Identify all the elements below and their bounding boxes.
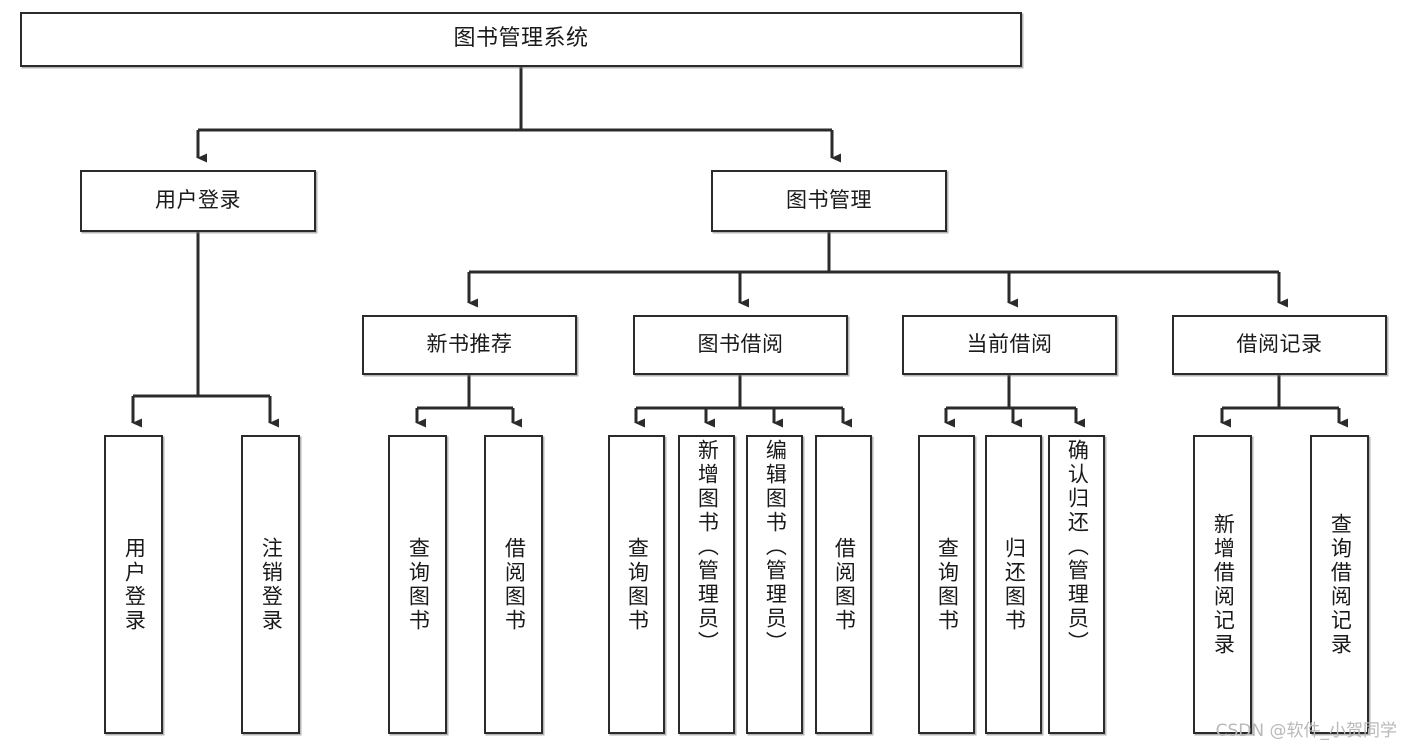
leaf-add-book-admin[interactable]: 新增图书（管理员）: [678, 435, 735, 734]
node-user-login[interactable]: 用户登录: [80, 170, 316, 232]
leaf-add-borrow-record[interactable]: 新增借阅记录: [1193, 435, 1252, 734]
node-label: 查询图书: [625, 536, 650, 633]
leaf-query-book-2[interactable]: 查询图书: [608, 435, 665, 734]
node-label: 借阅记录: [1236, 332, 1323, 357]
node-new-book-recommendation[interactable]: 新书推荐: [362, 315, 577, 375]
node-label: 归还图书: [1002, 536, 1027, 633]
node-label: 新书推荐: [426, 332, 513, 357]
leaf-query-book-1[interactable]: 查询图书: [388, 435, 447, 734]
node-label: 编辑图书（管理员）: [763, 439, 788, 655]
node-label: 新增借阅记录: [1211, 512, 1236, 657]
leaf-return-book[interactable]: 归还图书: [985, 435, 1042, 734]
leaf-logout[interactable]: 注销登录: [241, 435, 300, 734]
node-root-book-management-system[interactable]: 图书管理系统: [20, 12, 1022, 67]
node-label: 查询借阅记录: [1328, 512, 1353, 657]
node-label: 借阅图书: [832, 536, 857, 633]
node-book-borrowing[interactable]: 图书借阅: [633, 315, 848, 375]
leaf-edit-book-admin[interactable]: 编辑图书（管理员）: [746, 435, 803, 734]
leaf-query-borrow-record[interactable]: 查询借阅记录: [1310, 435, 1369, 734]
node-label: 用户登录: [122, 536, 147, 633]
leaf-confirm-return-admin[interactable]: 确认归还（管理员）: [1048, 435, 1105, 734]
node-book-management[interactable]: 图书管理: [711, 170, 947, 232]
node-label: 借阅图书: [502, 536, 527, 633]
node-label: 查询图书: [935, 536, 960, 633]
csdn-watermark: CSDN @软件_小贺同学: [1215, 721, 1397, 741]
node-label: 注销登录: [259, 536, 284, 633]
node-label: 图书管理: [786, 188, 872, 213]
node-label: 图书借阅: [697, 332, 784, 357]
node-borrow-records[interactable]: 借阅记录: [1172, 315, 1387, 375]
node-label: 当前借阅: [966, 332, 1053, 357]
node-label: 确认归还（管理员）: [1065, 439, 1090, 655]
node-label: 图书管理系统: [453, 26, 589, 52]
node-label: 用户登录: [155, 188, 241, 213]
node-label: 新增图书（管理员）: [695, 439, 720, 655]
node-current-borrowing[interactable]: 当前借阅: [902, 315, 1117, 375]
leaf-user-login[interactable]: 用户登录: [104, 435, 163, 734]
leaf-query-book-3[interactable]: 查询图书: [918, 435, 975, 734]
node-label: 查询图书: [406, 536, 431, 633]
leaf-borrow-book-2[interactable]: 借阅图书: [815, 435, 872, 734]
leaf-borrow-book-1[interactable]: 借阅图书: [484, 435, 543, 734]
